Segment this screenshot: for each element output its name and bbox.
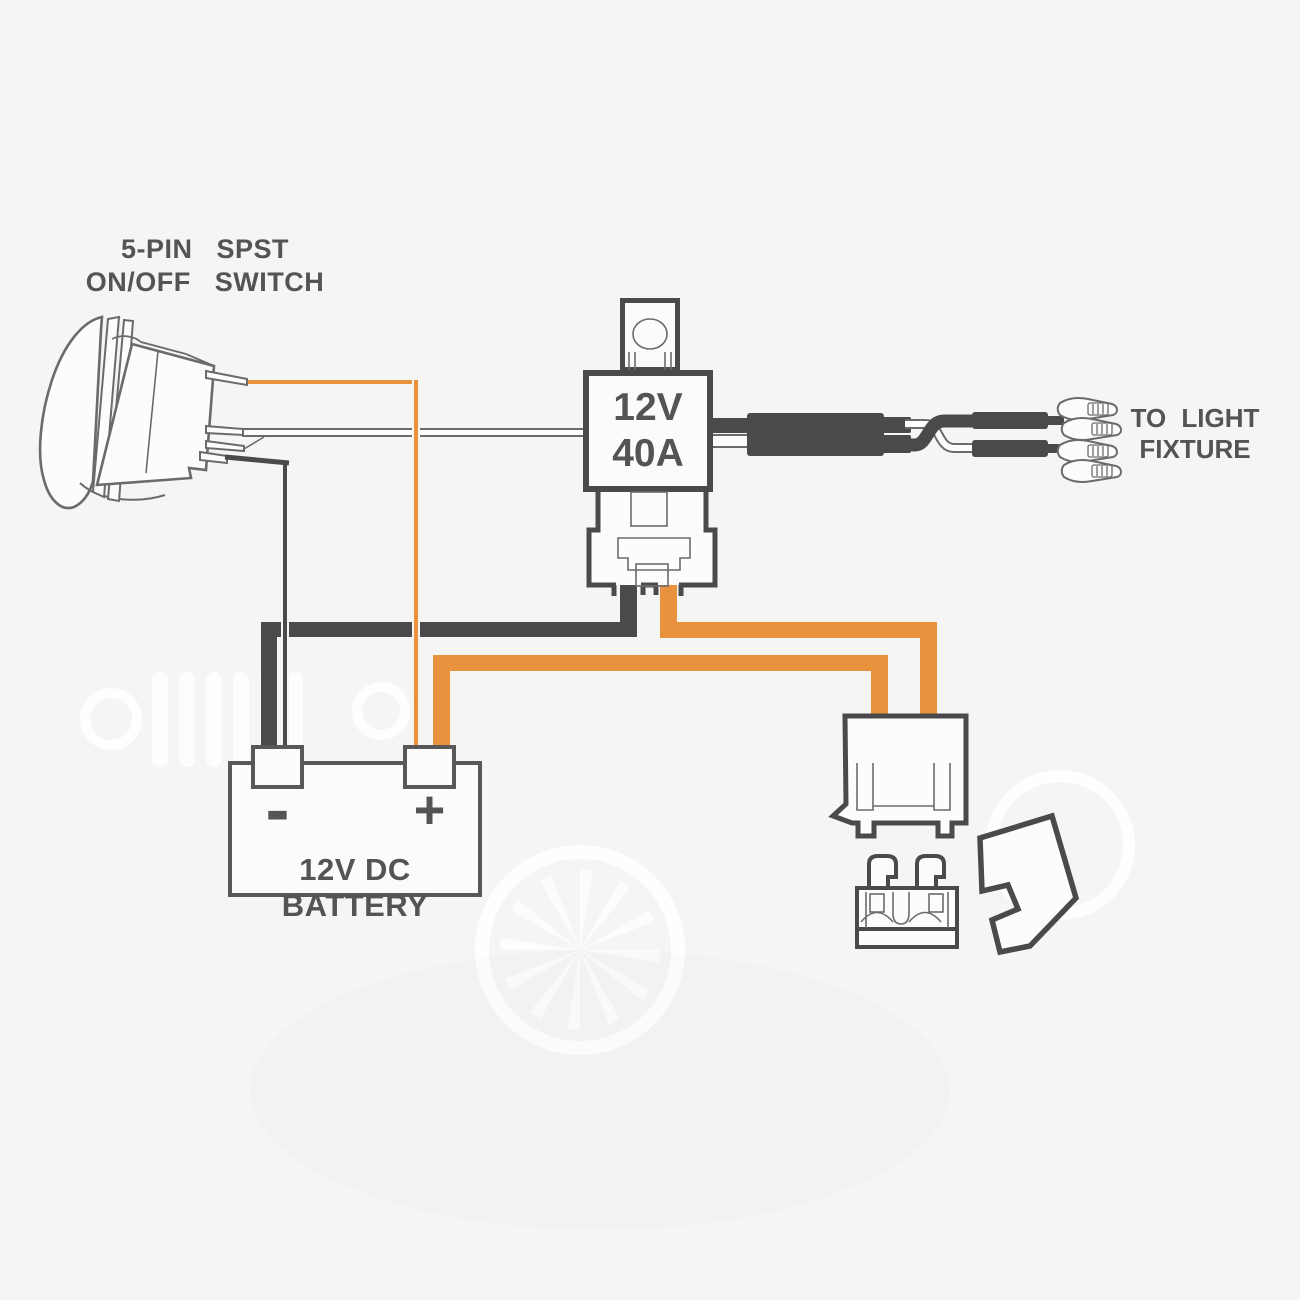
blade-fuse-prong-left bbox=[867, 854, 898, 892]
switch-bezel-strip bbox=[91, 315, 121, 499]
fuse-holder-cover bbox=[977, 812, 1080, 956]
battery-negative-wire bbox=[261, 622, 277, 747]
relay-plug-inner-top bbox=[630, 491, 668, 527]
wire-crossover bbox=[905, 414, 974, 453]
blade-fuse-window-right bbox=[928, 893, 944, 913]
light-label-line1: TO LIGHT bbox=[1130, 403, 1260, 433]
battery-fuse-wire-horizontal bbox=[433, 655, 888, 671]
relay-supply-wire-horizontal bbox=[660, 622, 937, 638]
watermark-grille-slat bbox=[233, 672, 249, 767]
relay-plug-connector bbox=[617, 537, 691, 571]
fuse-to-battery-wire bbox=[871, 655, 888, 717]
watermark-headlight bbox=[80, 688, 142, 750]
watermark-grille-slat bbox=[287, 672, 303, 767]
relay-tab-detail bbox=[628, 318, 672, 370]
rocker-switch-illustration bbox=[38, 315, 290, 510]
relay-voltage: 12V bbox=[613, 386, 683, 429]
heat-shrink-tube-bottom bbox=[972, 440, 1048, 457]
switch-pin-lead bbox=[243, 436, 265, 450]
relay-output-stub bbox=[713, 418, 749, 433]
watermark-grille-slat bbox=[152, 672, 168, 767]
spade-lead-top bbox=[1046, 416, 1064, 425]
fuse-holder-box bbox=[828, 713, 969, 839]
battery-negative-terminal bbox=[251, 745, 304, 789]
heat-shrink-tube-top bbox=[972, 412, 1048, 429]
switch-pin-middle-1 bbox=[205, 424, 244, 437]
fuse-holder-slots bbox=[856, 763, 951, 811]
battery-positive-wire bbox=[433, 655, 450, 747]
switch-ground-wire bbox=[281, 461, 289, 747]
spade-terminal-4 bbox=[1060, 459, 1123, 483]
switch-rocker-paddle bbox=[38, 315, 104, 510]
relay-body: 12V 40A bbox=[583, 370, 713, 492]
battery-negative-sign: - bbox=[265, 770, 290, 850]
watermark-wheel-spokes bbox=[500, 870, 660, 1030]
relay-ground-wire-horizontal bbox=[261, 622, 637, 637]
watermark-grille-slat bbox=[179, 672, 195, 767]
relay-output-signal-stub bbox=[713, 434, 749, 448]
relay-tab-notch bbox=[628, 352, 672, 370]
switch-pin-bottom bbox=[199, 450, 228, 465]
relay-current: 40A bbox=[612, 432, 684, 475]
switch-title: 5-PIN SPST ON/OFF SWITCH bbox=[55, 233, 355, 299]
light-fixture-label: TO LIGHT FIXTURE bbox=[1120, 403, 1270, 465]
blade-fuse-element bbox=[860, 892, 949, 928]
relay-socket-plug bbox=[586, 491, 718, 596]
fuse-holder-assembly bbox=[828, 713, 1080, 956]
relay-mounting-hole bbox=[632, 318, 668, 350]
switch-pin-middle-2 bbox=[205, 439, 245, 453]
switch-body-seam bbox=[145, 350, 159, 474]
switch-title-line1: 5-PIN SPST bbox=[120, 234, 290, 264]
watermark-headlight-2 bbox=[352, 682, 410, 740]
crossover-white-wire-core bbox=[905, 421, 974, 451]
heat-shrink-tube-main bbox=[747, 413, 884, 456]
switch-paddle-lip bbox=[79, 482, 166, 501]
relay-plug-connector-tab bbox=[635, 563, 669, 587]
spade-terminal-1 bbox=[1056, 397, 1119, 421]
crimp-connector-top bbox=[881, 417, 911, 433]
spade-terminal-3 bbox=[1056, 439, 1119, 463]
switch-title-line2: ON/OFF SWITCH bbox=[85, 267, 325, 297]
battery-positive-terminal bbox=[403, 745, 456, 789]
watermark-grille-slat bbox=[206, 672, 222, 767]
blade-fuse-base bbox=[855, 927, 959, 949]
blade-fuse-prong-right bbox=[915, 854, 946, 892]
battery-label: 12V DC BATTERY bbox=[281, 852, 429, 923]
light-label-line2: FIXTURE bbox=[1139, 434, 1251, 464]
spade-terminal-2 bbox=[1060, 417, 1123, 441]
spade-lead-bottom bbox=[1046, 444, 1064, 453]
relay-plug-teeth bbox=[611, 585, 684, 596]
crossover-dark-wire bbox=[905, 414, 974, 452]
relay-rating-text: 12V 40A bbox=[612, 385, 684, 477]
switch-power-wire-horizontal bbox=[246, 380, 419, 384]
fuse-to-relay-wire bbox=[920, 622, 937, 717]
watermark-shadow bbox=[250, 950, 950, 1230]
crimp-connector-bottom bbox=[881, 435, 911, 453]
battery-positive-sign: + bbox=[413, 780, 446, 840]
switch-ground-lead bbox=[224, 454, 290, 466]
relay-mounting-tab bbox=[620, 298, 680, 372]
switch-power-wire-vertical bbox=[412, 380, 420, 747]
switch-body-top bbox=[111, 335, 215, 367]
switch-pin-top bbox=[205, 369, 248, 387]
